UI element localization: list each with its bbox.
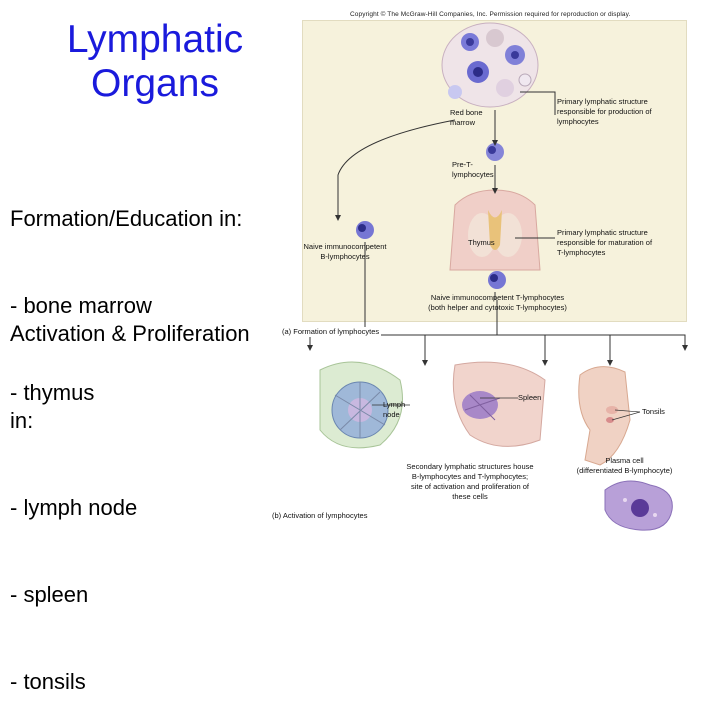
thymus-illustration	[449, 189, 541, 271]
label-secondary-line-1: Secondary lymphatic structures house	[406, 462, 534, 471]
activation-heading-2: in:	[10, 408, 34, 433]
label-pre-t-line-1: Pre-T-	[452, 160, 473, 169]
label-red-bone-marrow-line-2: marrow	[450, 118, 476, 127]
label-plasma-cell: Plasma cell (differentiated B-lymphocyte…	[562, 456, 687, 476]
label-pre-t-line-2: lymphocytes	[452, 170, 494, 179]
label-secondary-line-3: site of activation and proliferation of	[411, 482, 529, 491]
label-primary-marrow: Primary lymphatic structure responsible …	[557, 97, 652, 127]
title-line-2: Organs	[91, 62, 219, 105]
formation-item-bone-marrow: - bone marrow	[10, 293, 152, 318]
label-naive-b: Naive immunocompetent B-lymphocytes	[285, 242, 405, 262]
slide-title: Lymphatic Organs	[40, 18, 270, 106]
label-naive-t-line-1: Naive immunocompetent T-lymphocytes	[430, 293, 565, 302]
label-lymph-node-line-2: node	[383, 410, 400, 419]
bone-marrow-illustration	[441, 22, 539, 108]
label-red-bone-marrow-line-1: Red bone	[450, 108, 483, 117]
label-pre-t: Pre-T- lymphocytes	[452, 160, 494, 180]
label-tonsils: Tonsils	[642, 407, 665, 416]
label-primary-marrow-line-3: lymphocytes	[557, 117, 599, 126]
label-primary-thymus-line-1: Primary lymphatic structure	[557, 228, 648, 237]
label-naive-b-line-1: Naive immunocompetent	[303, 242, 387, 251]
lymph-node-illustration	[319, 361, 403, 449]
label-plasma-cell-line-1: Plasma cell	[605, 456, 644, 465]
caption-formation: (a) Formation of lymphocytes	[280, 327, 382, 337]
label-primary-thymus: Primary lymphatic structure responsible …	[557, 228, 652, 258]
label-lymph-node-line-1: Lymph	[383, 400, 406, 409]
label-spleen: Spleen	[518, 393, 542, 402]
label-red-bone-marrow: Red bone marrow	[450, 108, 483, 128]
activation-item-spleen: - spleen	[10, 582, 89, 607]
label-primary-marrow-line-2: responsible for production of	[557, 107, 652, 116]
arrowheads	[307, 140, 688, 366]
lymphocyte-figure	[307, 22, 688, 531]
formation-block: Formation/Education in: - bone marrow - …	[10, 146, 242, 436]
formation-item-thymus: - thymus	[10, 380, 95, 405]
label-secondary-structures: Secondary lymphatic structures house B-l…	[390, 462, 550, 502]
leader-lines	[372, 397, 641, 421]
label-primary-marrow-line-1: Primary lymphatic structure	[557, 97, 648, 106]
label-plasma-cell-line-2: (differentiated B-lymphocyte)	[576, 466, 673, 475]
label-thymus: Thymus	[468, 238, 495, 247]
caption-activation: (b) Activation of lymphocytes	[272, 511, 368, 520]
tonsils-illustration	[578, 366, 631, 466]
activation-item-tonsils: - tonsils	[10, 669, 86, 694]
label-primary-thymus-line-3: T-lymphocytes	[557, 248, 606, 257]
plasma-cell-illustration	[604, 480, 673, 531]
label-naive-b-line-2: B-lymphocytes	[320, 252, 370, 261]
label-naive-t-line-2: (both helper and cytotoxic T-lymphocytes…	[428, 303, 567, 312]
label-lymph-node: Lymph node	[383, 400, 405, 420]
activation-item-lymph-node: - lymph node	[10, 495, 138, 520]
formation-heading: Formation/Education in:	[10, 206, 243, 231]
title-line-1: Lymphatic	[66, 18, 244, 61]
flow-arrows	[309, 91, 686, 360]
label-naive-t: Naive immunocompetent T-lymphocytes (bot…	[405, 293, 590, 313]
label-primary-thymus-line-2: responsible for maturation of	[557, 238, 653, 247]
label-secondary-line-4: these cells	[452, 492, 488, 501]
activation-heading-1: Activation & Proliferation	[10, 321, 250, 346]
label-secondary-line-2: B-lymphocytes and T-lymphocytes;	[411, 472, 529, 481]
spleen-illustration	[452, 361, 546, 447]
copyright-notice: Copyright © The McGraw-Hill Companies, I…	[350, 11, 631, 18]
